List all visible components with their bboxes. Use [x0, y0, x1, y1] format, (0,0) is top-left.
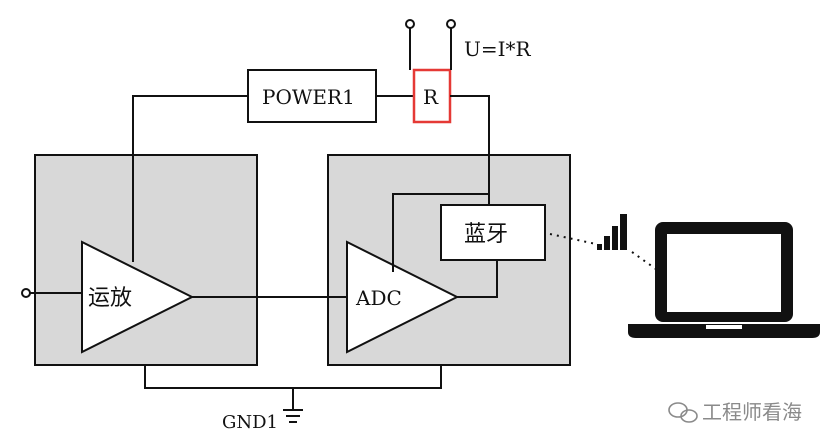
resistor	[412, 68, 452, 124]
ground-rail	[144, 365, 442, 389]
wechat-icon	[668, 402, 698, 423]
ohms-law-formula: U=I*R	[464, 37, 532, 61]
probe-right-terminal	[446, 19, 456, 29]
ground-icon	[283, 409, 303, 423]
probe-left-terminal	[405, 19, 415, 29]
wireless-link	[549, 233, 597, 245]
signal-bars-icon	[597, 214, 627, 250]
bluetooth-box	[440, 204, 546, 261]
input-terminal	[21, 288, 31, 298]
adc-to-bluetooth-wire	[457, 260, 498, 298]
opamp-label: 运放	[88, 286, 132, 311]
opamp-triangle	[81, 240, 195, 354]
resistor-label: R	[423, 85, 439, 109]
laptop-icon	[628, 222, 820, 338]
ground-label: GND1	[222, 412, 278, 433]
adc-triangle	[346, 240, 460, 354]
power-label: POWER1	[262, 85, 355, 109]
bluetooth-label: 蓝牙	[464, 222, 508, 247]
adc-label: ADC	[355, 286, 402, 310]
watermark-text: 工程师看海	[702, 400, 802, 424]
opamp-module	[34, 154, 258, 366]
opamp-power-wire	[132, 95, 248, 262]
